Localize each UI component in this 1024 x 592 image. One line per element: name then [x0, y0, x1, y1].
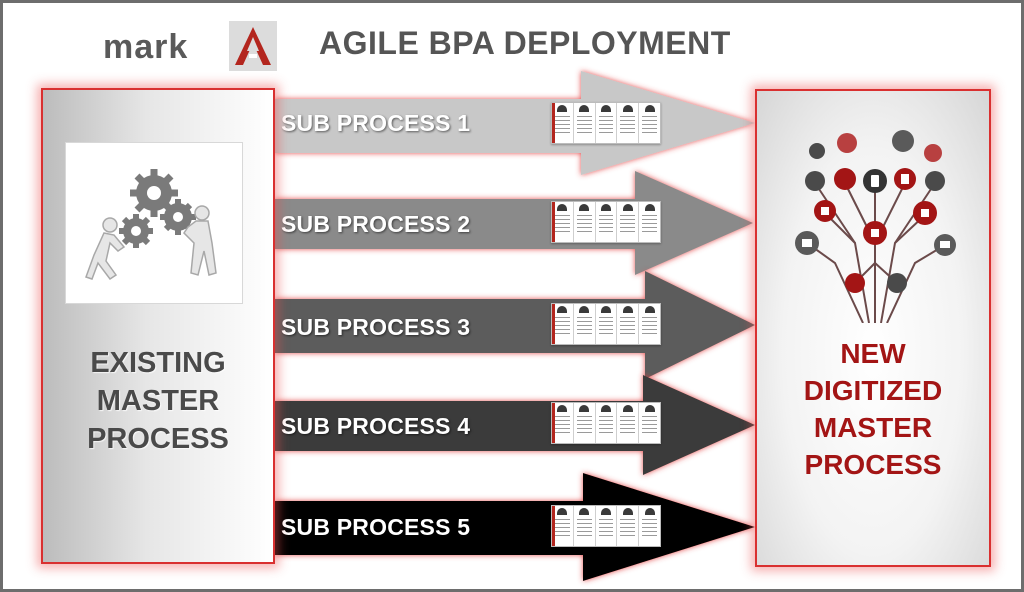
process-map-thumbnail-2: [551, 201, 661, 243]
sub-process-arrow-3: [275, 271, 755, 379]
existing-master-process-box: EXISTING MASTER PROCESS: [41, 88, 275, 564]
new-label-line-1: NEW: [840, 338, 906, 369]
process-arrows: [275, 71, 755, 581]
sub-process-label-2: SUB PROCESS 2: [281, 211, 471, 237]
new-label-line-2: DIGITIZED: [803, 375, 943, 406]
existing-label-line-2: MASTER: [96, 385, 220, 417]
process-map-thumbnail-4: [551, 402, 661, 444]
sub-process-arrow-4: [275, 375, 755, 475]
new-digitized-master-process-box: NEW DIGITIZED MASTER PROCESS: [755, 89, 991, 567]
process-map-thumbnail-5: [551, 505, 661, 547]
sub-process-label-4: SUB PROCESS 4: [281, 413, 471, 439]
new-label-line-3: MASTER: [813, 412, 933, 443]
logo-a-icon: [229, 21, 277, 71]
process-map-thumbnail-3: [551, 303, 661, 345]
sub-process-label-1: SUB PROCESS 1: [281, 110, 471, 136]
existing-label-line-3: PROCESS: [87, 423, 229, 455]
sub-process-arrow-2: [275, 171, 753, 275]
new-label-line-4: PROCESS: [804, 449, 942, 480]
existing-label-line-1: EXISTING: [90, 347, 226, 379]
digital-tree-icon: [795, 130, 956, 323]
gears-figures-icon: [65, 142, 243, 304]
sub-process-arrow-1: [275, 71, 755, 175]
sub-process-label-5: SUB PROCESS 5: [281, 514, 471, 540]
sub-process-arrow-5: [275, 473, 755, 581]
process-map-thumbnail-1: [551, 102, 661, 144]
page-title: AGILE BPA DEPLOYMENT: [319, 25, 731, 61]
sub-process-label-3: SUB PROCESS 3: [281, 314, 471, 340]
mark-logo: mark: [103, 21, 279, 73]
logo-text: mark: [103, 28, 189, 66]
